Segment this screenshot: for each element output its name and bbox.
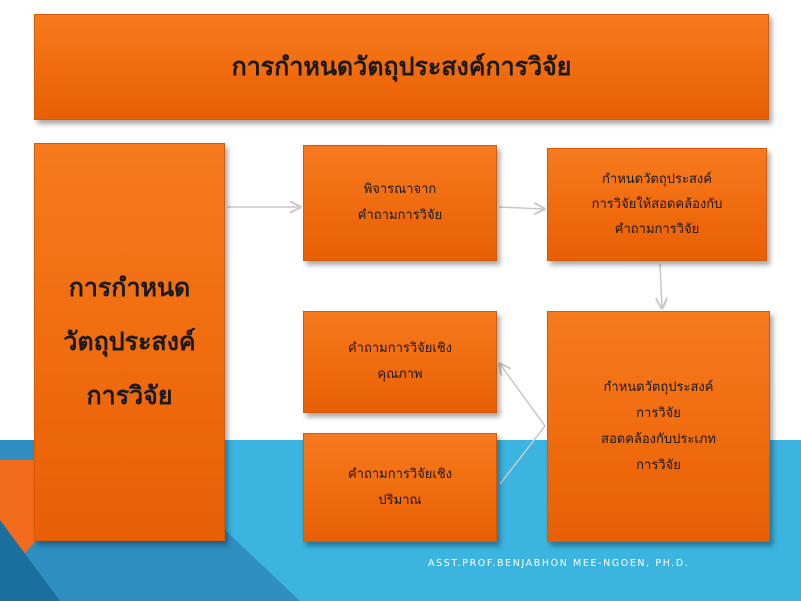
arrow-align-type-to-qualitative bbox=[500, 364, 546, 427]
diagram-title-box: การกำหนดวัตถุประสงค์การวิจัย bbox=[34, 14, 769, 120]
author-credit: ASST.PROF.BENJABHON MEE-NGOEN, PH.D. bbox=[428, 558, 690, 569]
align-question-line-2: การวิจัยให้สอดคล้องกับ bbox=[591, 197, 723, 212]
arrow-consider-to-align-question bbox=[498, 207, 544, 209]
align-type-line-4: การวิจัย bbox=[636, 457, 681, 473]
consider-line-2: คำถามการวิจัย bbox=[357, 208, 443, 223]
align-with-question-box: กำหนดวัตถุประสงค์ การวิจัยให้สอดคล้องกับ… bbox=[547, 148, 767, 261]
quantitative-question-box: คำถามการวิจัยเชิง ปริมาณ bbox=[303, 433, 497, 542]
main-topic-box: การกำหนด วัตถุประสงค์ การวิจัย bbox=[34, 143, 225, 541]
main-topic-line-2: วัตถุประสงค์ bbox=[63, 327, 196, 356]
align-type-line-2: การวิจัย bbox=[636, 405, 681, 421]
qualitative-question-box: คำถามการวิจัยเชิง คุณภาพ bbox=[303, 311, 497, 413]
quantitative-line-2: ปริมาณ bbox=[378, 492, 422, 508]
line-align-type-to-quantitative bbox=[499, 425, 546, 485]
arrow-align-question-to-align-type bbox=[660, 263, 662, 308]
diagram-title: การกำหนดวัตถุประสงค์การวิจัย bbox=[231, 52, 572, 81]
align-type-line-1: กำหนดวัตถุประสงค์ bbox=[603, 379, 714, 395]
corner-dark-shape bbox=[0, 520, 60, 601]
align-with-type-box: กำหนดวัตถุประสงค์ การวิจัย สอดคล้องกับปร… bbox=[547, 311, 770, 542]
quantitative-line-1: คำถามการวิจัยเชิง bbox=[347, 466, 453, 482]
align-type-line-3: สอดคล้องกับประเภท bbox=[601, 431, 716, 447]
main-topic-line-3: การวิจัย bbox=[86, 381, 173, 410]
qualitative-line-2: คุณภาพ bbox=[377, 367, 423, 382]
consider-line-1: พิจารณาจาก bbox=[363, 182, 437, 197]
align-question-line-1: กำหนดวัตถุประสงค์ bbox=[602, 172, 712, 187]
qualitative-line-1: คำถามการวิจัยเชิง bbox=[347, 341, 453, 356]
align-question-line-3: คำถามการวิจัย bbox=[614, 222, 700, 237]
consider-question-box: พิจารณาจาก คำถามการวิจัย bbox=[303, 145, 497, 261]
main-topic-line-1: การกำหนด bbox=[68, 273, 191, 302]
